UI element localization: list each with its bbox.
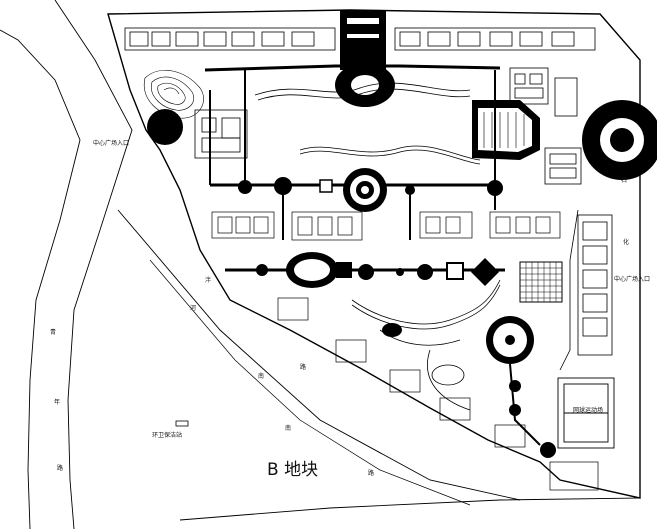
east-road-char-2: 化	[623, 239, 630, 246]
lower-villas	[277, 297, 599, 491]
lower-hatched-oval	[431, 364, 465, 386]
diag-road-char-4: 路	[300, 364, 307, 371]
entrance-west-label: 中心广场入口	[93, 140, 130, 147]
park-paths	[254, 82, 501, 411]
north-promenade	[204, 64, 501, 72]
east-roundabout	[582, 100, 657, 180]
central-round-plaza	[343, 168, 387, 212]
east-road	[559, 209, 579, 371]
se-circle-plaza	[486, 316, 534, 364]
hatched-plaza	[519, 261, 563, 303]
ne-fountain-plaza	[472, 100, 540, 160]
diag-road-char-6: 路	[368, 470, 375, 477]
west-road-edge-right	[54, 0, 133, 529]
residential-row-2	[211, 211, 561, 241]
bus-stop-marker	[175, 420, 189, 427]
lower-black-oval	[382, 323, 402, 337]
west-road-edge-left	[0, 29, 81, 529]
mid-spine	[282, 186, 411, 240]
diag-road-edge-upper	[117, 209, 521, 501]
nw-rockery	[143, 70, 204, 119]
bottom-road	[179, 497, 641, 521]
east-road-char-1: 石	[621, 177, 628, 184]
west-spine	[209, 70, 246, 185]
north-gate-plaza	[335, 10, 395, 107]
west-road-char-1: 青	[50, 329, 57, 336]
nw-black-plaza	[147, 109, 183, 145]
diag-road-char-3: 南	[258, 373, 265, 380]
diag-road-edge-lower	[149, 259, 471, 506]
bus-stop-label: 环卫保洁站	[152, 432, 183, 439]
ne-buildings	[509, 67, 582, 185]
second-axis-nodes	[256, 252, 499, 288]
east-buildings	[577, 214, 613, 356]
site-boundary	[107, 9, 641, 499]
block-b-label: B 地块	[267, 460, 319, 480]
entrance-east-label: 中心广场入口	[614, 276, 651, 283]
tennis-court	[557, 377, 615, 449]
west-road-char-2: 年	[54, 399, 61, 406]
nw-clubhouse	[194, 109, 248, 159]
west-road-char-3: 路	[57, 465, 64, 472]
diag-road-char-5: 南	[285, 425, 292, 432]
diag-road-char-2: 河	[190, 305, 197, 312]
north-buildings-west	[124, 27, 336, 51]
court-label: 网球运动场	[573, 407, 604, 414]
diag-road-char-1: 泮	[205, 277, 212, 284]
north-buildings-east	[394, 27, 596, 51]
se-nodes	[509, 380, 556, 458]
